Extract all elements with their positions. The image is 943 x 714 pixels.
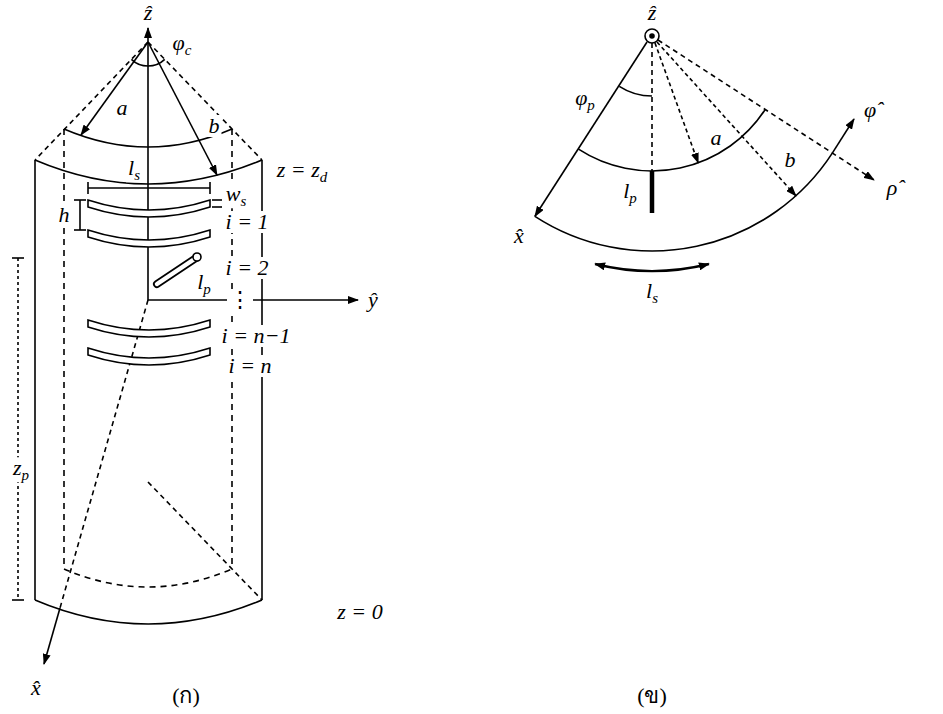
slot-index: i = n−1 — [220, 325, 293, 347]
radius-label: a — [709, 127, 724, 149]
radius-label: a — [115, 97, 130, 119]
dimension-label: h — [57, 204, 72, 226]
angle-label: φc — [171, 32, 194, 57]
bottom-radial-line — [148, 482, 262, 600]
zp-dimension — [17, 258, 19, 600]
axis-label: ẑ — [142, 2, 155, 24]
outer-wall — [34, 160, 36, 600]
x-axis — [44, 608, 60, 664]
dimension-tick — [74, 229, 86, 231]
slot — [88, 320, 210, 337]
slot — [88, 200, 210, 217]
ws-tick — [212, 199, 222, 201]
dimension-tick — [74, 199, 86, 201]
dimension-label: ls — [126, 157, 142, 182]
panel-b-drawing — [535, 29, 874, 271]
z-out-dot — [650, 34, 654, 38]
probe — [650, 171, 655, 213]
axis-label: ŷ — [366, 289, 380, 311]
dimension-tick — [209, 182, 211, 194]
rho-direction — [658, 40, 874, 180]
dimension-tick — [87, 182, 89, 194]
slot-index: i = 1 — [224, 211, 271, 233]
dimension-label: ls — [644, 280, 660, 305]
probe-end — [193, 253, 201, 261]
axis-label: ẑ — [646, 2, 659, 24]
ls-arc-dimension — [595, 264, 709, 271]
probe-direction — [651, 43, 653, 171]
ws-tick — [212, 206, 222, 208]
probe — [157, 258, 196, 284]
inner-arc-bottom — [64, 569, 232, 587]
plane-label: z = 0 — [335, 601, 384, 623]
unit-vector-label: ρ̂ — [885, 177, 900, 199]
axis-label: x̂ — [512, 225, 526, 247]
y-axis — [148, 299, 358, 301]
phi-direction — [832, 119, 854, 153]
z-axis — [147, 28, 149, 300]
dimension-tick — [12, 599, 24, 601]
outer-arc-bottom — [35, 600, 262, 624]
x-axis — [535, 42, 647, 216]
z-out-symbol — [645, 29, 659, 43]
ls-dimension — [88, 187, 210, 189]
angle-arc — [619, 86, 652, 96]
plane-label: z = zd — [275, 159, 329, 184]
radius-arrow — [655, 43, 698, 163]
outer-arc-top — [35, 160, 262, 184]
inner-wall — [63, 129, 65, 569]
slot-index: i = n — [227, 355, 274, 377]
slot-index: i = 2 — [224, 257, 271, 279]
panel-label: (ก) — [170, 685, 202, 707]
radius-arrow — [657, 42, 796, 196]
radius-arrow — [148, 42, 217, 175]
slot — [88, 230, 210, 247]
radius-label: b — [207, 115, 222, 137]
dimension-label: lp — [621, 180, 639, 205]
panel-label: (ข) — [635, 685, 669, 707]
unit-vector-label: φ̂ — [862, 99, 878, 121]
dimension-tick — [12, 257, 24, 259]
x-axis-hidden — [60, 300, 148, 608]
ellipsis: ⋮ — [227, 289, 253, 311]
dimension-label: zp — [11, 457, 31, 482]
dimension-label: ws — [224, 183, 249, 208]
radius-arrow — [81, 42, 148, 135]
panel-a-drawing — [12, 28, 358, 664]
h-dimension — [79, 200, 81, 230]
axis-label: x̂ — [29, 677, 43, 699]
probe-body — [157, 258, 196, 284]
top-radial-line — [148, 42, 262, 160]
angle-label: φp — [573, 87, 597, 112]
inner-arc — [579, 110, 766, 171]
slot — [88, 348, 210, 365]
dimension-label: lp — [195, 271, 213, 296]
radius-label: b — [783, 149, 798, 171]
